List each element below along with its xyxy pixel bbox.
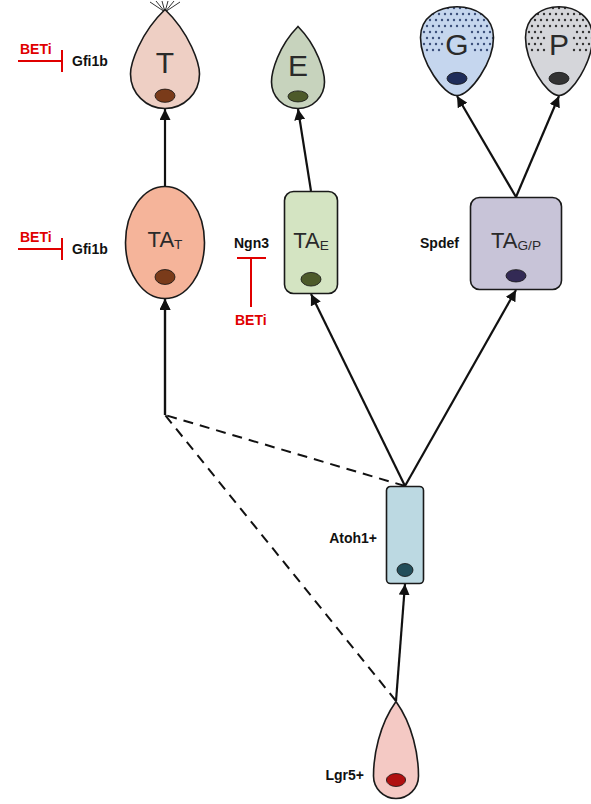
lineage-arrow: [405, 290, 516, 486]
cell-label: E: [270, 51, 326, 81]
cell-label: G: [419, 30, 495, 60]
lineage-arrow: [457, 96, 516, 197]
inhibitor-line: [18, 60, 62, 62]
cell-outline: [385, 485, 425, 585]
marker-label: Lgr5+: [325, 768, 364, 782]
goblet-cell: G: [419, 4, 495, 97]
cell-label: T: [129, 48, 201, 78]
marker-label: Atoh1+: [329, 531, 377, 545]
paneth-cell: P: [524, 4, 591, 97]
inhibitor-bar: [61, 50, 63, 72]
cell-label: TAT: [124, 229, 206, 252]
cell-label: TAE: [283, 230, 339, 253]
inhibitor-line: [18, 248, 62, 250]
gene-label: Spdef: [420, 236, 459, 250]
progenitor-cell: TAG/P: [469, 196, 563, 291]
progenitor-cell: TAT: [124, 185, 206, 300]
cell-label: P: [524, 30, 591, 60]
lineage-arrow: [165, 299, 405, 486]
inhibitor-line: [250, 258, 252, 307]
cell-outline: [372, 700, 420, 800]
lineage-arrow: [516, 96, 559, 197]
gene-label: Gfi1b: [72, 242, 108, 256]
lineage-arrow: [165, 109, 166, 186]
enteroendocrine-cell: E: [270, 25, 326, 110]
inhibitor-label: BETi: [20, 42, 52, 56]
lineage-arrow: [165, 299, 396, 701]
gene-label: Ngn3: [234, 236, 269, 250]
tuft-cell: T: [129, 8, 201, 110]
inhibitor-bar: [61, 238, 63, 260]
lineage-arrow: [298, 109, 311, 191]
lineage-arrow: [311, 294, 405, 486]
inhibitor-label: BETi: [235, 313, 267, 327]
lineage-arrow: [396, 584, 405, 701]
atoh1-cell: Atoh1+: [385, 485, 425, 585]
progenitor-cell: TAE: [283, 190, 339, 295]
gene-label: Gfi1b: [72, 54, 108, 68]
cell-label: TAG/P: [469, 230, 563, 253]
stem-cell: Lgr5+: [372, 700, 420, 800]
inhibitor-label: BETi: [20, 230, 52, 244]
